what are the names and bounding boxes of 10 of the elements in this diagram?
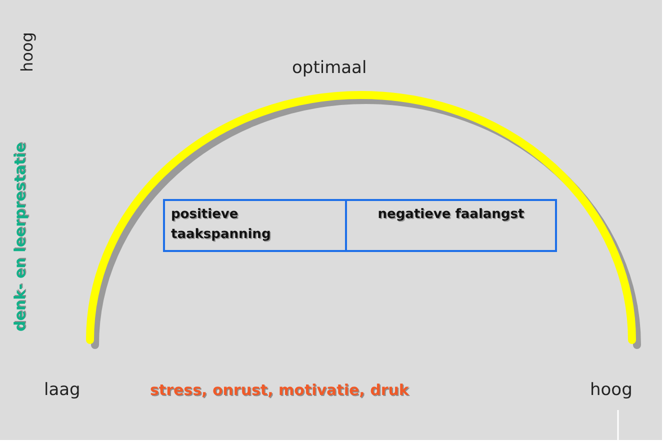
box-text: positieve taakspanning (171, 206, 272, 244)
axis-title: stress, onrust, motivatie, druk (150, 381, 409, 399)
axis-end-label: laag (44, 380, 80, 400)
peak-label: optimaal (292, 58, 367, 78)
box-text: negatieve faalangst (376, 206, 526, 224)
axis-end-label: hoog (590, 380, 632, 400)
category-box (163, 199, 347, 252)
axis-title: denk- en leerprestatie (11, 142, 29, 332)
axis-end-label: hoog (18, 32, 36, 72)
category-box (345, 199, 557, 252)
